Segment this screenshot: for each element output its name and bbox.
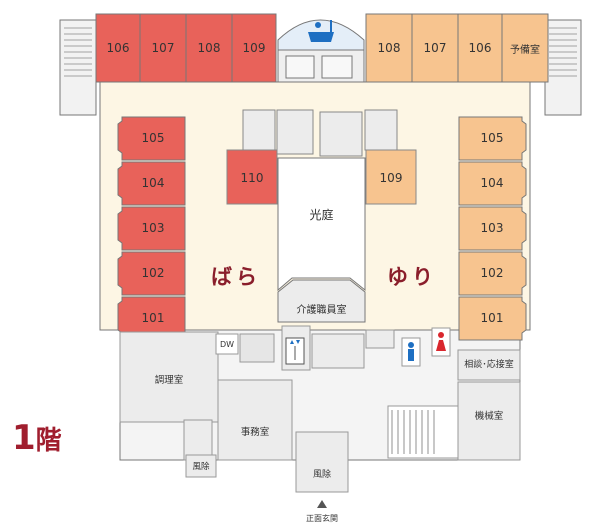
room-rose-108	[185, 13, 233, 83]
room-rose-104	[117, 161, 186, 206]
room-rose-110	[226, 149, 278, 205]
courtyard	[277, 157, 366, 292]
room-lily-107	[411, 13, 459, 83]
room-rose-103	[117, 206, 186, 251]
room-rose-106	[95, 13, 141, 83]
stairs-bottom	[391, 410, 435, 454]
bath-icon	[308, 20, 334, 42]
room-lily-108	[365, 13, 413, 83]
elevator-icon	[285, 337, 305, 365]
room-rose-102	[117, 251, 186, 296]
restroom-male-icon	[401, 337, 421, 367]
upper-corridor	[59, 19, 97, 116]
upper-corridor-right	[544, 19, 582, 116]
room-lily-105	[458, 116, 527, 161]
stairs-right	[549, 27, 577, 77]
stairs-left	[64, 27, 92, 77]
room-lily-104	[458, 161, 527, 206]
room-lily-109	[365, 149, 417, 205]
entrance-arrow-icon	[317, 500, 327, 508]
care-staff-room	[277, 279, 366, 323]
room-lily-106	[457, 13, 503, 83]
room-lily-101	[458, 296, 527, 341]
room-lily-103	[458, 206, 527, 251]
room-spare	[501, 13, 549, 83]
room-rose-107	[139, 13, 187, 83]
room-lily-102	[458, 251, 527, 296]
room-rose-109	[231, 13, 277, 83]
restroom-female-icon	[431, 327, 451, 357]
room-rose-105	[117, 116, 186, 161]
